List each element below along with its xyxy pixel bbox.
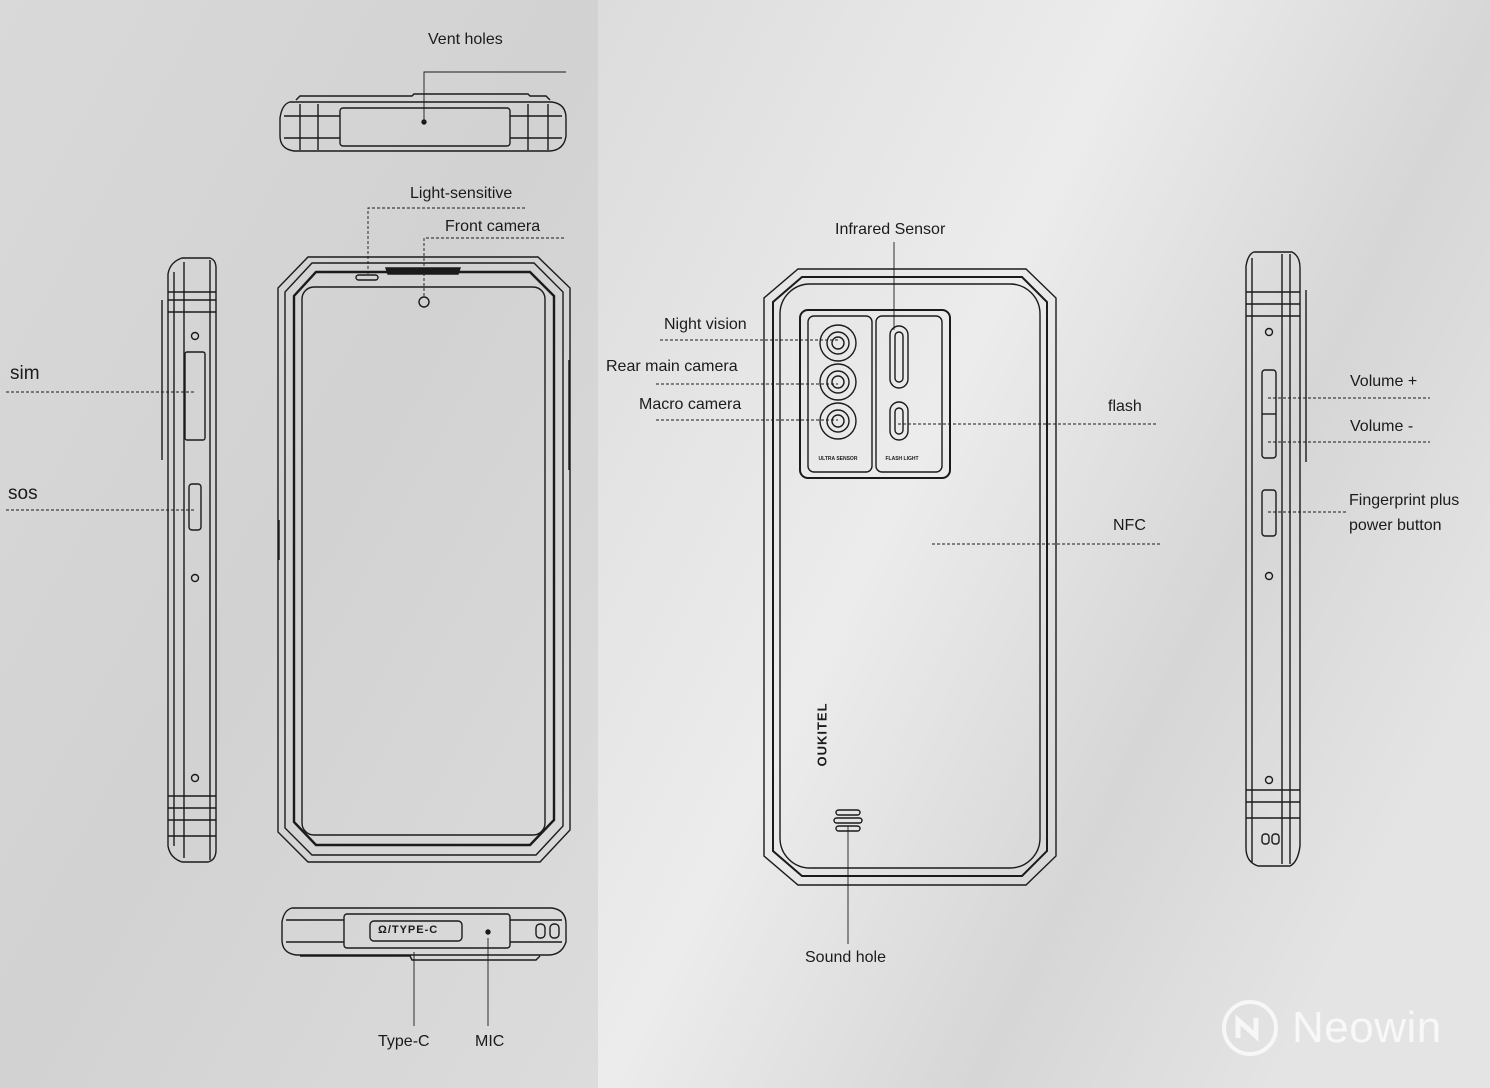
- label-type-c: Type-C: [378, 1033, 430, 1050]
- neowin-logo-icon: [1222, 1000, 1278, 1056]
- label-nfc: NFC: [1113, 517, 1146, 534]
- label-front-camera: Front camera: [445, 218, 541, 235]
- label-fingerprint-line1: Fingerprint plus: [1349, 492, 1460, 509]
- label-sos: sos: [8, 483, 38, 504]
- label-vent-holes: Vent holes: [428, 31, 503, 48]
- phone-front-view: [277, 256, 571, 863]
- brand-logo-text: OUKITEL: [814, 702, 830, 767]
- label-flash: flash: [1108, 398, 1142, 415]
- module-left-marking: ULTRA SENSOR: [818, 456, 858, 462]
- leader-lines: [6, 71, 1430, 1026]
- label-light-sensitive: Light-sensitive: [410, 185, 513, 202]
- label-rear-main-camera: Rear main camera: [606, 358, 738, 375]
- label-fingerprint-line2: power button: [1349, 517, 1442, 534]
- phone-back-view: [763, 268, 1057, 886]
- label-mic: MIC: [475, 1033, 505, 1050]
- phone-top-view: [279, 93, 567, 152]
- port-marking-text: Ω/TYPE-C: [378, 924, 439, 936]
- watermark-text: Neowin: [1292, 1003, 1442, 1052]
- label-macro-camera: Macro camera: [639, 396, 742, 413]
- module-right-marking: FLASH LIGHT: [885, 456, 919, 462]
- phone-right-side-view: [1245, 251, 1307, 867]
- label-sim: sim: [10, 363, 40, 384]
- phone-left-side-view: [161, 257, 217, 863]
- phone-bottom-view: [281, 907, 567, 961]
- label-volume-up: Volume +: [1350, 373, 1418, 390]
- label-night-vision: Night vision: [664, 316, 747, 333]
- label-volume-down: Volume -: [1350, 418, 1414, 435]
- label-infrared-sensor: Infrared Sensor: [835, 221, 946, 238]
- label-sound-hole: Sound hole: [805, 949, 886, 966]
